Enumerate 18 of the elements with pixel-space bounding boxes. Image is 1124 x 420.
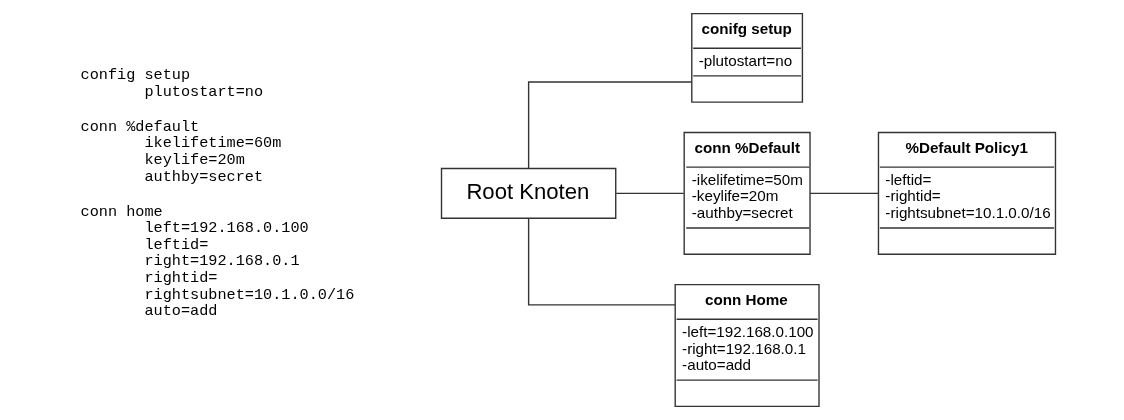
label: conn home — [80, 202, 163, 221]
connector — [527, 218, 676, 306]
label: auto=add — [143, 302, 217, 321]
label: right=192.168.0.1 — [143, 252, 300, 271]
label: rightid= — [143, 268, 217, 287]
label: keylife=20m — [143, 151, 245, 170]
node-box: Root Knoten — [440, 167, 616, 219]
label: config setup — [80, 66, 190, 85]
label: leftid= — [143, 235, 208, 254]
label: authby=secret — [143, 167, 263, 186]
label: rightsubnet=10.1.0.0/16 — [143, 285, 354, 304]
connector — [527, 81, 692, 169]
connector — [615, 192, 684, 195]
label: plutostart=no — [143, 83, 263, 102]
connector — [808, 192, 879, 195]
label: left=192.168.0.100 — [143, 219, 309, 238]
label: ikelifetime=60m — [143, 134, 281, 153]
label: conn %default — [80, 117, 199, 136]
